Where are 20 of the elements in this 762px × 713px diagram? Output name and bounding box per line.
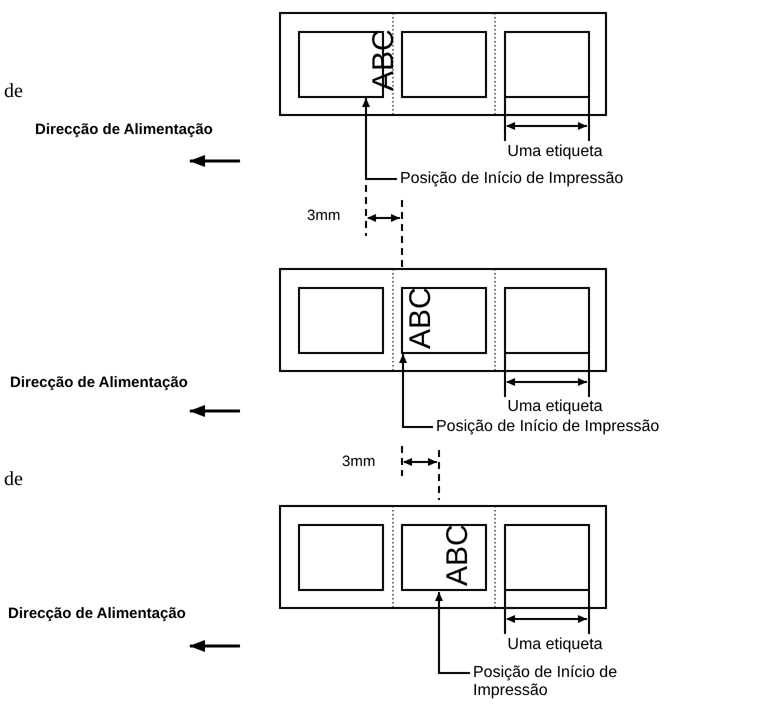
printed-text: ABC [446,524,470,586]
feed-direction-label: Direcção de Alimentação [35,121,213,139]
dimension-label: Uma etiqueta [506,636,604,654]
feed-direction-label: Direcção de Alimentação [10,374,188,392]
text-fragment: de [4,468,23,490]
dimension-label: 3mm [307,207,340,225]
print-start-label: Posição de Início de Impressão [400,170,624,188]
leader-line [362,98,397,180]
text-fragment: de [4,80,23,102]
print-start-label: Posição de Início de Impressão [473,664,673,700]
leader-line [399,354,433,428]
dimension-label: Uma etiqueta [506,143,604,161]
label-box [401,287,487,354]
label-box [401,524,487,591]
dimension-label: Uma etiqueta [506,398,604,416]
print-start-label: Posição de Início de Impressão [436,418,660,436]
leader-line [435,592,470,674]
feed-direction-label: Direcção de Alimentação [8,605,186,623]
printed-text: ABC [409,287,433,349]
dimension-label: 3mm [342,453,376,471]
